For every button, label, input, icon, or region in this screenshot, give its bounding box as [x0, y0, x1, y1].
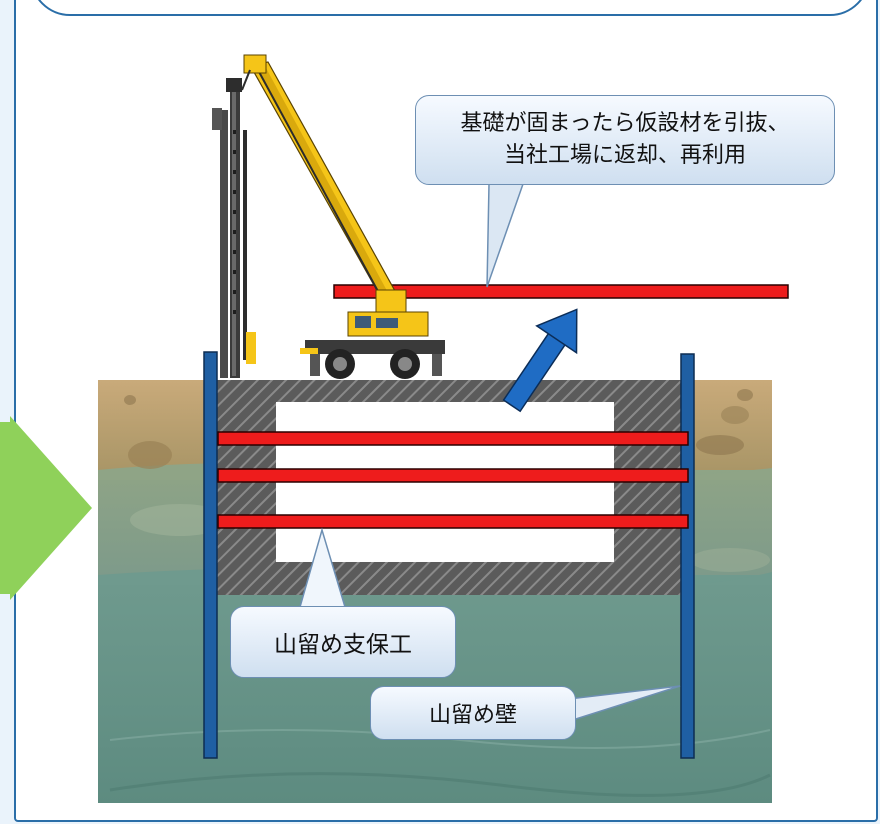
- green-flow-arrow: [0, 416, 92, 600]
- callout-reuse-line2: 当社工場に返却、再利用: [503, 143, 746, 168]
- strut-2: [217, 468, 689, 483]
- callout-wall-label: 山留め壁: [370, 686, 576, 740]
- strut-1: [217, 431, 689, 446]
- crane-truck-icon: [241, 54, 445, 379]
- callout-support-label: 山留め支保工: [230, 606, 456, 678]
- pile-driver-icon: [212, 78, 256, 378]
- callout-top-tail: [486, 183, 525, 288]
- strut-3: [217, 514, 689, 529]
- retaining-wall-right: [680, 353, 695, 759]
- callout-reuse-note: 基礎が固まったら仮設材を引抜、 当社工場に返却、再利用: [415, 95, 835, 185]
- retaining-wall-left: [203, 351, 218, 759]
- callout-reuse-line1: 基礎が固まったら仮設材を引抜、: [460, 111, 790, 137]
- extraction-arrow: [502, 308, 578, 413]
- extracted-beam: [333, 284, 789, 299]
